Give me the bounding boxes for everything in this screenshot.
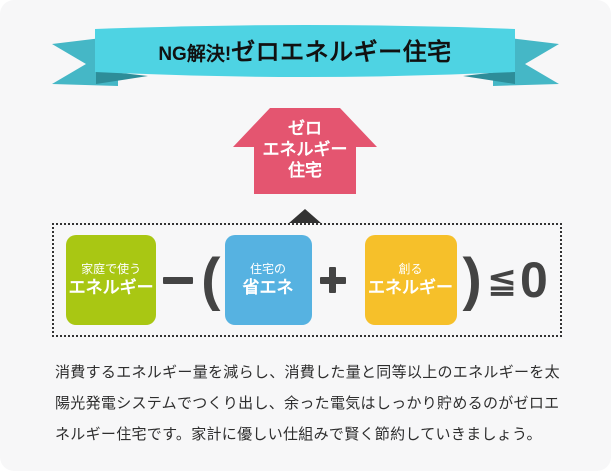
less-than-equal-symbol: ≦ — [486, 259, 517, 300]
plus-operator-icon — [319, 267, 346, 293]
minus-operator-icon — [163, 276, 194, 284]
ribbon-fold-right — [463, 70, 515, 84]
house-line-3: 住宅 — [288, 161, 322, 180]
house-line-2: エネルギー — [262, 140, 348, 159]
term-home-energy: 家庭で使う エネルギー — [66, 235, 157, 325]
zero-value: 0 — [520, 252, 548, 308]
open-paren: ( — [201, 247, 221, 312]
description-line-2: 陽光発電システムでつくり出し、余った電気はしっかり貯めるのがゼロエ — [55, 395, 560, 412]
banner-prefix: NG解決! — [158, 44, 232, 65]
term-created-energy-big-label: エネルギー — [368, 278, 453, 297]
term-energy-saving: 住宅の 省エネ — [224, 235, 312, 325]
banner-title: ゼロエネルギー住宅 — [231, 39, 452, 66]
banner-heading: NG解決!ゼロエネルギー住宅 — [95, 27, 515, 77]
house-arrow-label: ゼロ エネルギー 住宅 — [233, 118, 377, 181]
close-paren: ) — [462, 247, 482, 312]
description-line-1: 消費するエネルギー量を減らし、消費した量と同等以上のエネルギーを太 — [55, 364, 560, 381]
ribbon-band — [95, 25, 515, 77]
description-paragraph: 消費するエネルギー量を減らし、消費した量と同等以上のエネルギーを太 陽光発電シス… — [55, 357, 567, 450]
house-arrow-icon — [233, 108, 377, 194]
term-created-energy: 創る エネルギー — [364, 235, 457, 325]
description-line-3: ネルギー住宅です。家計に優しい仕組みで賢く節約していきましょう。 — [55, 426, 542, 443]
term-energy-saving-big-label: 省エネ — [242, 278, 294, 297]
term-home-energy-small-label: 家庭で使う — [81, 262, 142, 276]
term-home-energy-big-label: エネルギー — [68, 278, 154, 297]
up-triangle-icon — [289, 209, 321, 223]
term-energy-saving-small-label: 住宅の — [249, 262, 286, 276]
term-created-energy-small-label: 創る — [398, 262, 423, 276]
house-shape — [233, 108, 377, 194]
house-line-1: ゼロ — [288, 119, 322, 138]
ribbon-banner — [52, 25, 559, 86]
ribbon-fold-left — [96, 70, 148, 84]
energy-equation-box: 家庭で使う エネルギー ( 住宅の 省エネ 創る エネルギー ) ≦ 0 — [52, 223, 562, 337]
